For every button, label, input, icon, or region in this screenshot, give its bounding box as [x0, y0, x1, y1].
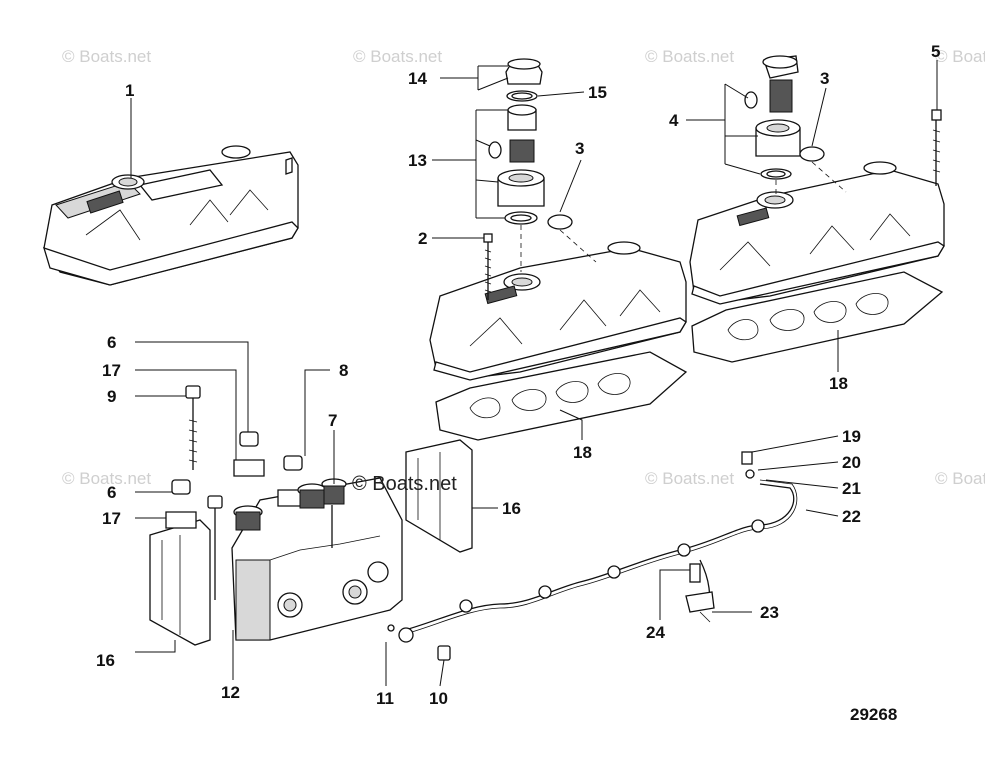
- callout-2: 2: [418, 229, 427, 248]
- oil-fill-cap-stack-right: [744, 55, 847, 196]
- callout-14: 14: [408, 69, 427, 88]
- diagram-watermark: © Boats.net: [352, 473, 457, 495]
- callout-17-upper: 17: [102, 361, 121, 380]
- background-watermarks: © Boats.net © Boats.net © Boats.net © Bo…: [62, 47, 985, 488]
- watermark-5: © Boats.net: [62, 469, 151, 488]
- callout-17-lower: 17: [102, 509, 121, 528]
- oil-fill-cap-stack-middle: [488, 58, 597, 272]
- callout-10: 10: [429, 689, 448, 708]
- callout-12: 12: [221, 683, 240, 702]
- callout-3-right: 3: [820, 69, 829, 88]
- callout-22: 22: [842, 507, 861, 526]
- watermark-1: © Boats.net: [62, 47, 151, 66]
- callout-18-middle: 18: [573, 443, 592, 462]
- watermark-3: © Boats.net: [645, 47, 734, 66]
- callout-9: 9: [107, 387, 116, 406]
- callout-1: 1: [125, 81, 134, 100]
- callout-11: 11: [376, 689, 394, 708]
- watermark-4: © Boats.net: [935, 47, 985, 66]
- cylinder-head: [231, 477, 403, 641]
- callout-20: 20: [842, 453, 861, 472]
- head-bolts-and-valve-springs: [165, 385, 347, 600]
- callout-19: 19: [842, 427, 861, 446]
- callout-16-left: 16: [96, 651, 115, 670]
- valve-cover-right: [689, 161, 945, 305]
- callout-24: 24: [646, 623, 665, 642]
- gasket-middle: [435, 351, 688, 441]
- watermark-6: © Boats.net: [645, 469, 734, 488]
- callout-3-middle: 3: [575, 139, 584, 158]
- bracket-16-left: [149, 519, 211, 646]
- callout-23: 23: [760, 603, 779, 622]
- valve-cover-middle: [429, 241, 687, 381]
- bracket-16-center: [405, 439, 473, 553]
- callout-6-upper: 6: [107, 333, 116, 352]
- watermark-2: © Boats.net: [353, 47, 442, 66]
- callout-16-center: 16: [502, 499, 521, 518]
- gasket-right: [691, 271, 944, 363]
- fittings-10-11: [387, 624, 451, 661]
- callout-5: 5: [931, 42, 940, 61]
- callout-18-right: 18: [829, 374, 848, 393]
- callout-labels: 1 2 3 3 4 5 6 6 7 8 9 10 11 12 13 14 15 …: [96, 42, 940, 708]
- callout-4: 4: [669, 111, 679, 130]
- figure-number: 29268: [850, 705, 897, 724]
- bolt-5: [931, 109, 942, 186]
- callout-13: 13: [408, 151, 427, 170]
- fuel-line-assembly: [398, 451, 798, 643]
- callout-8: 8: [339, 361, 348, 380]
- leader-lines: [130, 60, 938, 687]
- callout-6-lower: 6: [107, 483, 116, 502]
- watermark-7: © Boats.net: [935, 469, 985, 488]
- valve-cover-left: [43, 145, 299, 286]
- callout-15: 15: [588, 83, 607, 102]
- callout-21: 21: [842, 479, 861, 498]
- callout-7: 7: [328, 411, 337, 430]
